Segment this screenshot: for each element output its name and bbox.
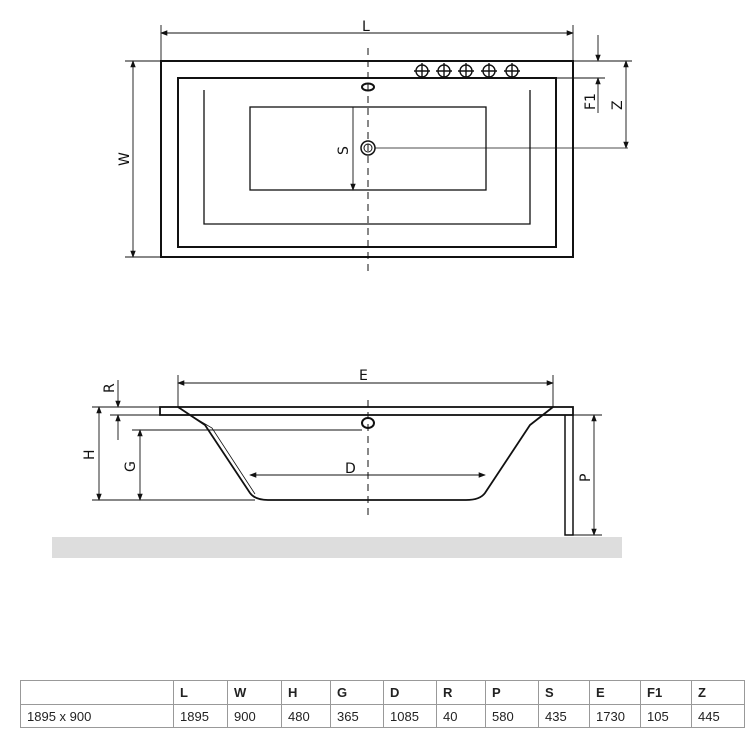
dim-label-H: H [82,449,98,460]
header-cell: F1 [640,680,692,705]
cell-model: 1895 x 900 [20,704,174,728]
cell: 900 [227,704,282,728]
cell: 40 [436,704,486,728]
faucet-holes [414,63,520,79]
top-view [125,25,632,272]
header-cell: S [538,680,590,705]
header-cell: G [330,680,384,705]
header-cell: E [589,680,641,705]
header-cell [20,680,174,705]
cell: 480 [281,704,331,728]
dimensions-table: L W H G D R P S E F1 Z 1895 x 900 1895 9… [20,680,745,728]
dim-label-S: S [336,146,352,155]
header-cell: L [173,680,228,705]
cell: 435 [538,704,590,728]
overflow-icon [361,82,375,92]
cell: 1085 [383,704,437,728]
table-header-row: L W H G D R P S E F1 Z [20,680,745,705]
cell: 445 [691,704,745,728]
dim-label-F1: F1 [583,93,599,110]
cell: 1895 [173,704,228,728]
cell: 1730 [589,704,641,728]
dim-label-L: L [362,19,370,35]
side-view [52,375,622,558]
cell: 580 [485,704,539,728]
header-cell: H [281,680,331,705]
dim-label-D: D [345,461,356,477]
dim-label-W: W [117,152,133,166]
cell: 365 [330,704,384,728]
header-cell: P [485,680,539,705]
cell: 105 [640,704,692,728]
header-cell: R [436,680,486,705]
dim-label-P: P [578,474,594,482]
dim-label-Z: Z [610,100,626,110]
header-cell: Z [691,680,745,705]
header-cell: D [383,680,437,705]
floor [52,537,622,558]
table-row: 1895 x 900 1895 900 480 365 1085 40 580 … [20,704,745,728]
dim-label-E: E [359,368,368,384]
dim-label-R: R [102,383,118,393]
header-cell: W [227,680,282,705]
dim-label-G: G [123,461,139,472]
